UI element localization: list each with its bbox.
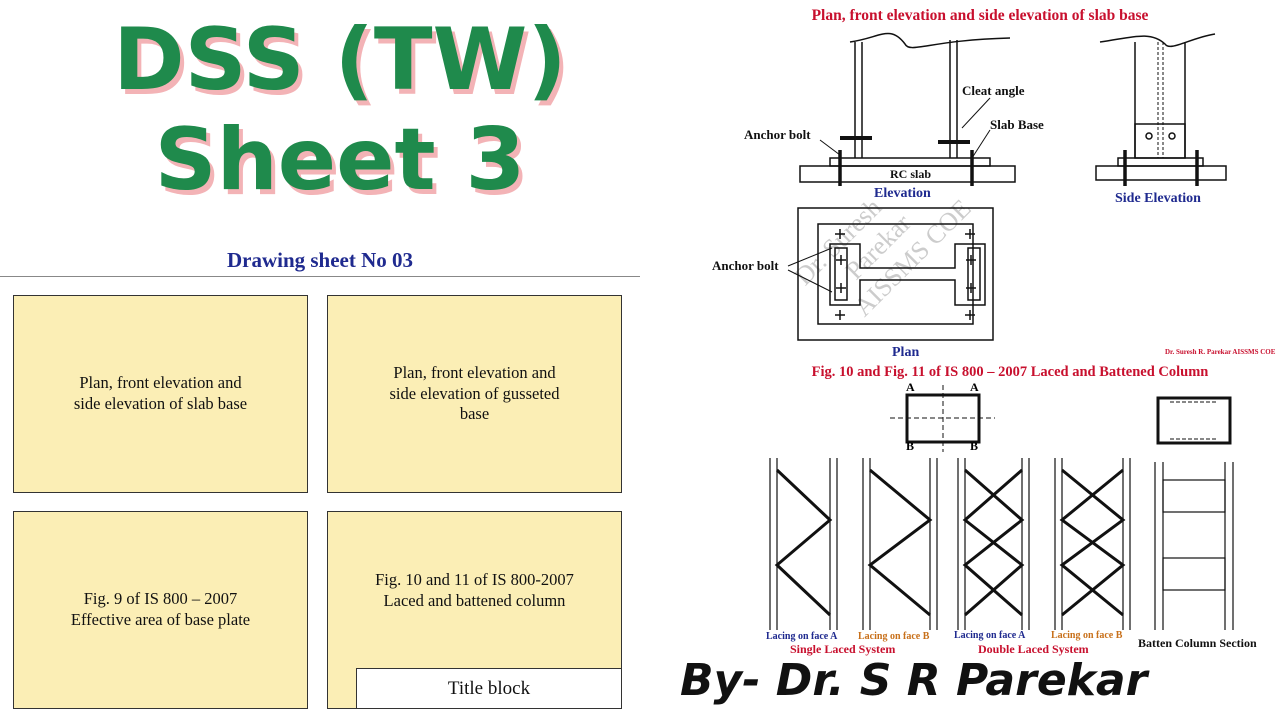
label-lacing-face-b-2: Lacing on face B xyxy=(1051,630,1123,641)
label-elevation: Elevation xyxy=(874,186,931,201)
label-lacing-face-a-2: Lacing on face A xyxy=(954,630,1026,641)
drawing-sheet: Drawing sheet No 03 Plan, front elevatio… xyxy=(0,240,640,720)
plan-bolts xyxy=(787,229,976,320)
label-plan-anchor-bolt: Anchor bolt xyxy=(712,258,779,273)
slab-base-heading: Plan, front elevation and side elevation… xyxy=(811,7,1149,24)
watermark: Dr. Suresh Parekar AISSMS COE xyxy=(789,193,977,322)
panel-base-plate: Fig. 9 of IS 800 – 2007 Effective area o… xyxy=(13,511,308,709)
lacing-column-2 xyxy=(862,458,938,630)
label-lacing-face-b-1: Lacing on face B xyxy=(858,631,930,642)
sheet-divider xyxy=(0,276,640,277)
laced-column-drawing: A A B B Lacing on face A Lacing on face … xyxy=(766,380,1257,656)
batten-column xyxy=(1154,462,1234,630)
elevation-leaders xyxy=(819,97,991,159)
plan-view xyxy=(797,207,994,341)
slab-base-drawing: Dr. Suresh Parekar AISSMS COE Cleat angl… xyxy=(712,32,1276,360)
label-side-elevation: Side Elevation xyxy=(1115,191,1201,206)
section-label-a-right: A xyxy=(970,380,979,394)
lacing-column-1 xyxy=(769,458,838,630)
title-block: Title block xyxy=(356,668,622,709)
batten-section xyxy=(1156,396,1232,445)
section-label-b-right: B xyxy=(970,439,978,453)
label-lacing-face-a-1: Lacing on face A xyxy=(766,631,838,642)
label-slab-base: Slab Base xyxy=(990,117,1044,132)
panel-slab-base: Plan, front elevation and side elevation… xyxy=(13,295,308,493)
author-credit: By- Dr. S R Parekar xyxy=(680,655,1148,706)
title-line-2: Sheet 3 xyxy=(154,110,526,210)
label-cleat-angle: Cleat angle xyxy=(962,83,1025,98)
label-double-laced: Double Laced System xyxy=(978,642,1089,656)
panel-gusseted-base: Plan, front elevation and side elevation… xyxy=(327,295,622,493)
label-batten-section: Batten Column Section xyxy=(1138,636,1257,650)
title-line-1: DSS (TW) xyxy=(113,10,567,110)
lacing-column-4 xyxy=(1054,458,1131,630)
section-label-a-left: A xyxy=(906,380,915,394)
lacing-column-3 xyxy=(957,458,1030,630)
section-ab xyxy=(890,385,995,452)
side-elevation-view xyxy=(1095,33,1227,186)
laced-heading: Fig. 10 and Fig. 11 of IS 800 – 2007 Lac… xyxy=(811,364,1209,380)
label-plan: Plan xyxy=(892,345,919,360)
label-anchor-bolt: Anchor bolt xyxy=(744,127,811,142)
section-label-b-left: B xyxy=(906,439,914,453)
elevation-view xyxy=(799,32,1016,186)
label-single-laced: Single Laced System xyxy=(790,642,895,656)
label-rc-slab: RC slab xyxy=(890,167,931,181)
sheet-heading: Drawing sheet No 03 xyxy=(226,248,414,272)
credit-text: Dr. Suresh R. Parekar AISSMS COE xyxy=(1165,348,1276,356)
